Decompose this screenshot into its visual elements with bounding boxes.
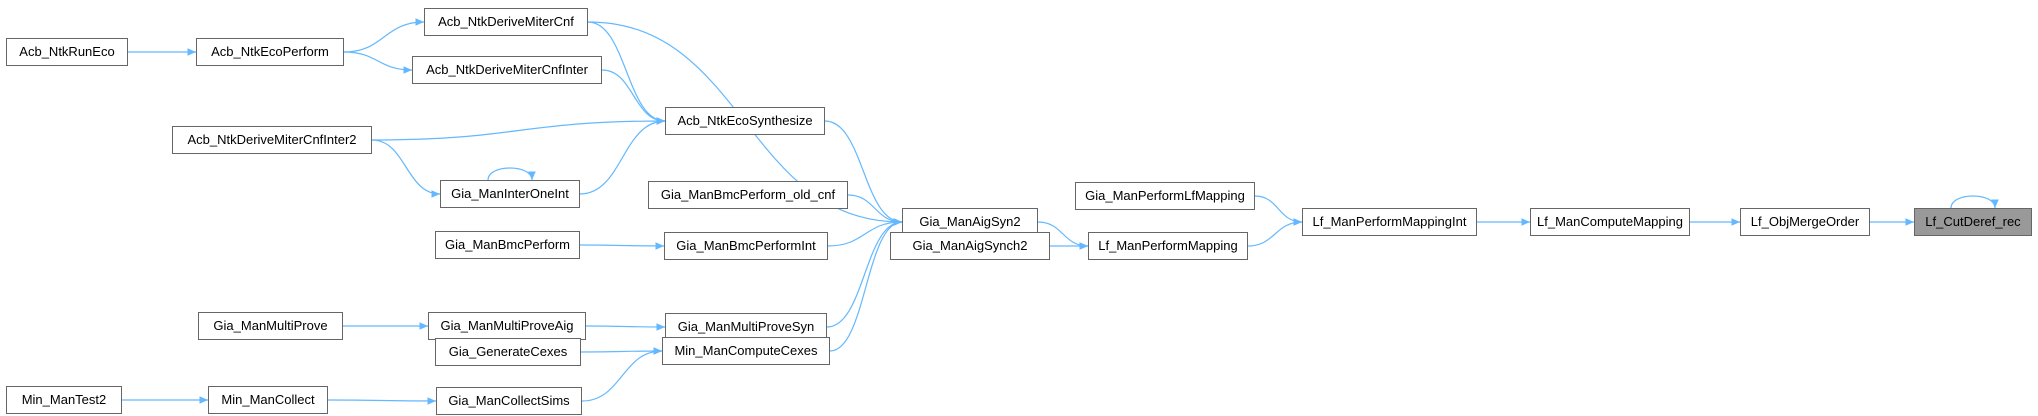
- edge-acb-ntkderivemitercnfinter-to-acb-ntkecosynthesize: [601, 69, 666, 125]
- node-gia-manmultiprove[interactable]: Gia_ManMultiProve: [198, 312, 343, 340]
- node-lf-cutderef-rec: Lf_CutDeref_rec: [1914, 208, 2032, 236]
- edge-gia-manmultiproveaig-to-gia-manmultiprovesyn: [585, 323, 666, 331]
- edge-gia-generatecexes-to-min-mancomputecexes: [580, 347, 663, 355]
- node-gia-manperformlfmapping[interactable]: Gia_ManPerformLfMapping: [1075, 182, 1255, 210]
- node-lf-objmergeorder[interactable]: Lf_ObjMergeOrder: [1740, 208, 1870, 236]
- node-gia-mancollectsims[interactable]: Gia_ManCollectSims: [436, 387, 582, 415]
- node-gia-manmultiprovesyn[interactable]: Gia_ManMultiProveSyn: [665, 313, 827, 341]
- node-gia-manbmcperformint[interactable]: Gia_ManBmcPerformInt: [664, 232, 828, 260]
- edge-acb-ntkecosynthesize-to-gia-manaigsyn2: [824, 120, 903, 226]
- edge-min-mancollect-to-gia-mancollectsims: [327, 397, 437, 405]
- edge-lf-manperformmapping-to-lf-manperformmappingint: [1247, 218, 1303, 247]
- node-gia-generatecexes[interactable]: Gia_GenerateCexes: [435, 338, 581, 366]
- node-acb-ntkecosynthesize[interactable]: Acb_NtkEcoSynthesize: [665, 107, 825, 135]
- edge-acb-ntkderivemitercnf-to-acb-ntkecosynthesize: [587, 21, 666, 125]
- edge-gia-mancollectsims-to-min-mancomputecexes: [581, 347, 663, 402]
- node-acb-ntkruneco[interactable]: Acb_NtkRunEco: [6, 38, 128, 66]
- node-lf-manperformmappingint[interactable]: Lf_ManPerformMappingInt: [1302, 208, 1477, 236]
- node-gia-manaigsyn2[interactable]: Gia_ManAigSyn2: [902, 208, 1038, 236]
- edge-min-mancomputecexes-to-gia-manaigsyn2: [829, 218, 903, 352]
- node-acb-ntkecoperform[interactable]: Acb_NtkEcoPerform: [196, 38, 344, 66]
- edge-gia-manbmcperformint-to-gia-manaigsyn2: [827, 218, 903, 247]
- node-gia-manaigsynch2[interactable]: Gia_ManAigSynch2: [890, 232, 1050, 260]
- node-gia-manbmcperform-old-cnf[interactable]: Gia_ManBmcPerform_old_cnf: [648, 181, 848, 209]
- node-min-mantest2[interactable]: Min_ManTest2: [6, 386, 122, 414]
- edge-acb-ntkderivemitercnfinter2-to-acb-ntkecosynthesize: [371, 117, 666, 141]
- edge-acb-ntkecoperform-to-acb-ntkderivemitercnf: [343, 18, 425, 53]
- edge-lf-cutderef-rec-to-lf-cutderef-rec: [1950, 195, 1999, 209]
- node-acb-ntkderivemitercnf[interactable]: Acb_NtkDeriveMiterCnf: [424, 8, 588, 36]
- node-acb-ntkderivemitercnfinter[interactable]: Acb_NtkDeriveMiterCnfInter: [412, 56, 602, 84]
- edge-gia-maninteroneint-to-gia-maninteroneint: [487, 167, 536, 181]
- edge-gia-manbmcperform-to-gia-manbmcperformint: [579, 242, 665, 250]
- edge-acb-ntkderivemitercnfinter2-to-gia-maninteroneint: [371, 139, 441, 198]
- node-gia-manmultiproveaig[interactable]: Gia_ManMultiProveAig: [428, 312, 586, 340]
- node-lf-mancomputemapping[interactable]: Lf_ManComputeMapping: [1530, 208, 1690, 236]
- edge-acb-ntkecoperform-to-acb-ntkderivemitercnfinter: [343, 51, 413, 74]
- node-gia-manbmcperform[interactable]: Gia_ManBmcPerform: [435, 231, 580, 259]
- node-gia-maninteroneint[interactable]: Gia_ManInterOneInt: [440, 180, 580, 208]
- edge-gia-manmultiprovesyn-to-gia-manaigsyn2: [826, 218, 903, 328]
- edge-gia-maninteroneint-to-acb-ntkecosynthesize: [579, 117, 666, 195]
- node-min-mancollect[interactable]: Min_ManCollect: [208, 386, 328, 414]
- edge-gia-manperformlfmapping-to-lf-manperformmappingint: [1254, 195, 1303, 226]
- node-lf-manperformmapping[interactable]: Lf_ManPerformMapping: [1088, 232, 1248, 260]
- node-min-mancomputecexes[interactable]: Min_ManComputeCexes: [662, 337, 830, 365]
- node-acb-ntkderivemitercnfinter2[interactable]: Acb_NtkDeriveMiterCnfInter2: [172, 126, 372, 154]
